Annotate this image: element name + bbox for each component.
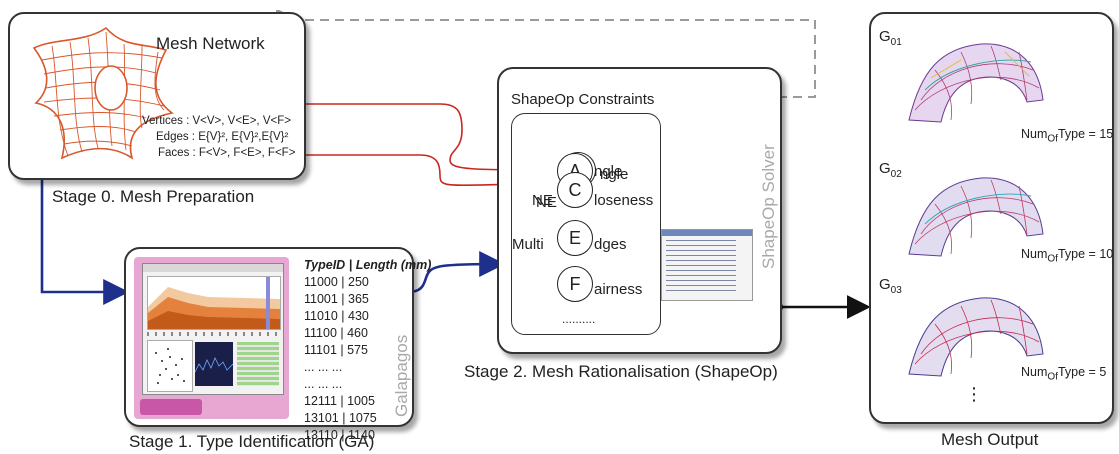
genome-fitness-component — [140, 399, 202, 415]
mesh-output-g01 — [908, 43, 1044, 123]
code-lines — [666, 240, 736, 294]
num-subscript: Of — [1047, 253, 1058, 265]
mesh-output-g03 — [908, 297, 1044, 377]
mesh-output-panel: G01 NumOfType = 15 G02 NumOfType = 10 G0… — [869, 12, 1114, 424]
constraint-label-angle: ngle — [594, 163, 623, 180]
stage2-mesh-rationalisation-panel: ShapeOp Constraints A ngle NE ShapeOp So… — [497, 67, 782, 354]
constraint-prefix-ne-label: NE — [532, 192, 553, 209]
red-line-angle — [178, 103, 569, 178]
population-scatter — [147, 340, 193, 392]
type-table-header: TypeID | Length (mm) — [304, 257, 431, 274]
num-suffix: Type = 10 — [1057, 247, 1114, 261]
stage2-caption: Stage 2. Mesh Rationalisation (ShapeOp) — [464, 362, 778, 381]
num-subscript: Of — [1047, 371, 1058, 383]
type-table: TypeID | Length (mm) 11000 | 250 11001 |… — [304, 257, 431, 444]
num-suffix: Type = 5 — [1057, 365, 1107, 379]
shapeop-solver-vertical-label: ShapeOp Solver — [759, 144, 778, 269]
header-separator: | — [348, 258, 353, 272]
stage2-title: ShapeOp Constraints — [511, 91, 655, 108]
red-line-closeness — [300, 154, 569, 193]
type-row: ... ... ... — [304, 377, 343, 391]
constraint-suffix-angle: ngle — [600, 166, 629, 183]
num-suffix: Type = 15 — [1057, 127, 1114, 141]
constraint-label-edges: dges — [594, 236, 627, 253]
type-row: ... ... ... — [304, 360, 343, 374]
constraint-node-c-circle: C — [557, 172, 593, 208]
constraint-prefix-ne: NE — [536, 194, 557, 211]
type-row: 11000 | 250 — [304, 275, 369, 289]
num-prefix: Num — [1021, 365, 1048, 379]
type-row: 12111 | 1005 — [304, 394, 375, 408]
g03-subscript: 03 — [890, 285, 902, 296]
galapagos-vertical-label: Galapagos — [392, 334, 411, 417]
feedback-dashed-arrow — [292, 20, 816, 98]
stage0-title: Mesh Network — [156, 34, 265, 53]
fitness-graph — [147, 276, 281, 330]
solver-code-window — [661, 229, 753, 301]
g02-subscript: 02 — [890, 169, 902, 180]
stage1-caption: Stage 1. Type Identification (GA) — [129, 432, 375, 451]
output-count-g01: NumOfType = 15 — [1021, 127, 1113, 145]
type-row: 11100 | 460 — [304, 326, 368, 340]
stage0-caption: Stage 0. Mesh Preparation — [52, 187, 255, 206]
output-label-g01: G01 — [879, 28, 902, 48]
edges-line: Edges : E{V}², E{V}²,E{V}² — [156, 131, 289, 143]
constraint-label-closeness: loseness — [594, 192, 654, 209]
galapagos-tab-bar — [143, 264, 283, 272]
type-row: 11010 | 430 — [304, 309, 369, 323]
type-row: 13110 | 1140 — [304, 428, 375, 442]
g01-subscript: 01 — [890, 37, 902, 48]
type-row: 13101 | 1075 — [304, 411, 377, 425]
output-caption: Mesh Output — [941, 430, 1039, 449]
galapagos-app-frame — [142, 263, 284, 395]
g01-letter: G — [879, 28, 891, 45]
constraint-label-fairness: airness — [594, 281, 643, 298]
type-row: 11001 | 365 — [304, 292, 369, 306]
galapagos-window — [134, 257, 289, 419]
output-more-dots: ⋮ — [965, 384, 983, 404]
header-length: Length (mm) — [355, 258, 432, 272]
genome-map — [195, 342, 233, 386]
output-label-g03: G03 — [879, 276, 902, 296]
num-prefix: Num — [1021, 247, 1048, 261]
output-label-g02: G02 — [879, 160, 902, 180]
generation-ticks — [147, 332, 279, 336]
g02-letter: G — [879, 160, 891, 177]
type-row: 11101 | 575 — [304, 343, 368, 357]
g03-letter: G — [879, 276, 891, 293]
output-count-g03: NumOfType = 5 — [1021, 365, 1106, 383]
num-prefix: Num — [1021, 127, 1048, 141]
header-type-id: TypeID — [304, 258, 346, 272]
constraint-node-f-circle: F — [557, 266, 593, 302]
constraint-node-e-circle: E — [557, 220, 593, 256]
constraints-ellipsis: .......... — [562, 312, 596, 326]
output-count-g02: NumOfType = 10 — [1021, 247, 1113, 265]
stage0-mesh-network-panel: Mesh Network Vertices : V<V>, V<E>, V<F>… — [8, 12, 306, 180]
blue-line-stage0-stage1 — [40, 169, 130, 305]
code-window-titlebar — [662, 230, 752, 236]
genome-list — [237, 342, 279, 386]
constraint-prefix-multi: Multi — [512, 236, 544, 253]
mesh-network-shape — [32, 26, 174, 160]
mesh-output-g02 — [908, 177, 1044, 257]
vertices-line: Vertices : V<V>, V<E>, V<F> — [142, 115, 291, 127]
stage1-type-identification-panel: TypeID | Length (mm) 11000 | 250 11001 |… — [124, 247, 431, 442]
faces-line: Faces : F<V>, F<E>, F<F> — [158, 147, 296, 159]
num-subscript: Of — [1047, 133, 1058, 145]
